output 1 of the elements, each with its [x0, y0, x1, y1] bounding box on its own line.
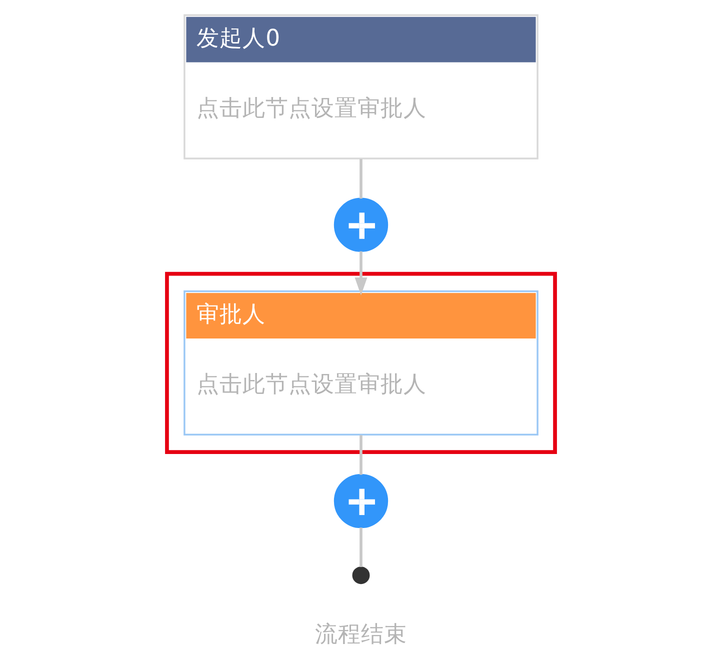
node-label: 流程结束 [315, 622, 407, 648]
